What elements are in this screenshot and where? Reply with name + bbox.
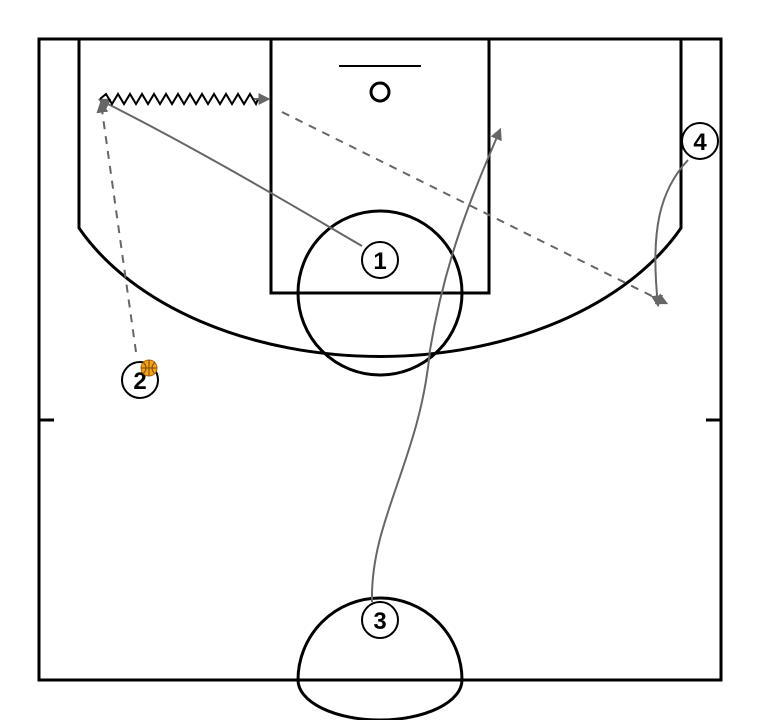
movement-lines <box>96 92 689 603</box>
court-lines <box>37 37 723 720</box>
dribble-line <box>99 92 259 107</box>
player-3-label: 3 <box>373 608 386 635</box>
cut-line-player-3 <box>370 127 502 603</box>
cut-line-player-4 <box>651 159 689 308</box>
basketball-icon <box>140 359 158 377</box>
player-1[interactable]: 1 <box>361 241 399 279</box>
cut-line-player-1 <box>97 98 363 247</box>
player-3[interactable]: 3 <box>361 601 399 639</box>
player-1-label: 1 <box>373 248 386 275</box>
player-4[interactable]: 4 <box>681 122 719 160</box>
center-circle-bottom <box>296 679 464 720</box>
basket-rim <box>369 81 391 103</box>
player-2[interactable]: 2 <box>121 359 159 399</box>
paint-lane <box>269 37 491 295</box>
three-point-line <box>77 39 683 358</box>
player-2-label: 2 <box>133 368 146 395</box>
court-boundary <box>37 37 723 682</box>
center-circle <box>296 596 464 681</box>
pass-line-from-2 <box>96 100 137 353</box>
player-1-circle <box>361 241 399 279</box>
player-3-circle <box>361 601 399 639</box>
free-throw-circle <box>296 209 464 377</box>
players: 1 2 3 4 <box>121 122 719 639</box>
pass-line-to-4 <box>281 111 669 305</box>
player-4-circle <box>681 122 719 160</box>
player-4-label: 4 <box>693 129 707 156</box>
